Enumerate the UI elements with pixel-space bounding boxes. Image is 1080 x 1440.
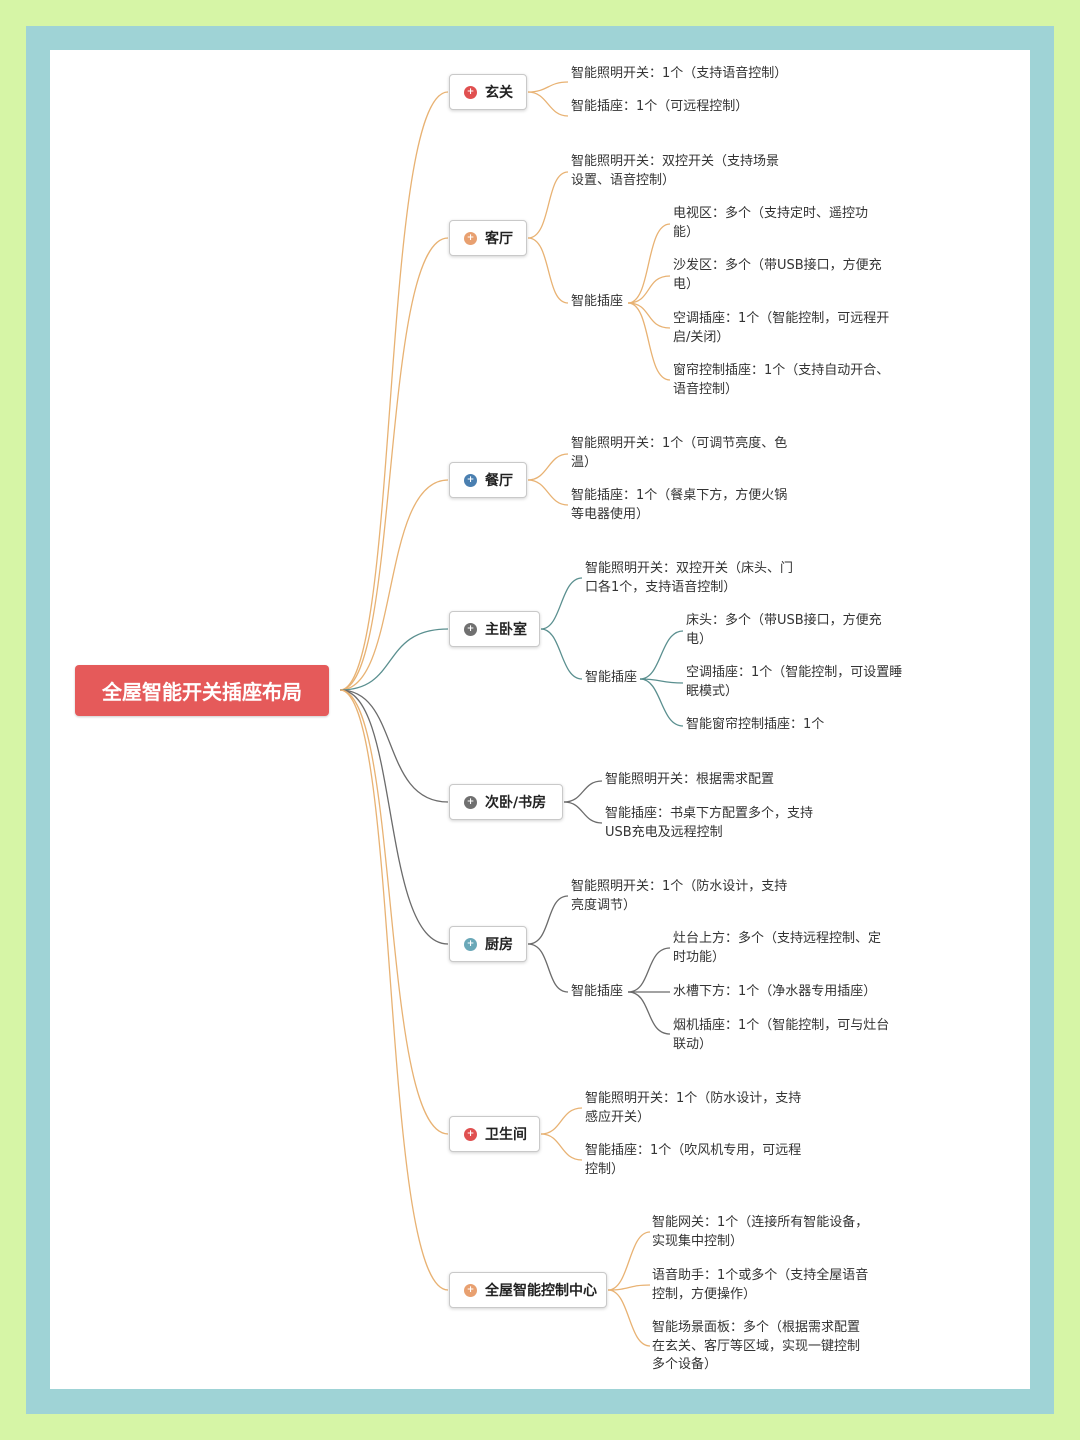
room-node-weishengjian[interactable]: + 卫生间: [449, 1116, 540, 1152]
root-label: 全屋智能开关插座布局: [102, 680, 302, 704]
room-label: 主卧室: [485, 622, 527, 638]
leaf-weishengjian-socket: 智能插座：1个（吹风机专用，可远程 控制）: [585, 1143, 802, 1177]
connector-root-ciwo: [339, 689, 449, 803]
blue-plus-icon: +: [464, 473, 477, 487]
leaf-keting-switch: 智能照明开关：双控开关（支持场景 设置、语音控制）: [571, 154, 780, 188]
leaf-chufang-switch: 智能照明开关：1个（防水设计，支持 亮度调节）: [571, 879, 788, 913]
leaf-kongzhi-voice: 语音助手：1个或多个（支持全屋语音 控制，方便操作）: [652, 1268, 869, 1302]
gray-plus-icon: +: [464, 795, 477, 809]
leaf-canting-switch: 智能照明开关：1个（可调节亮度、色 温）: [571, 436, 788, 470]
room-label: 客厅: [485, 231, 513, 247]
room-node-zhuwo[interactable]: + 主卧室: [449, 611, 540, 647]
connector-root-zhuwo: [339, 628, 449, 691]
room-node-keting[interactable]: + 客厅: [449, 220, 527, 256]
room-node-canting[interactable]: + 餐厅: [449, 462, 527, 498]
room-node-kongzhi[interactable]: + 全屋智能控制中心: [449, 1272, 607, 1308]
leaf-xuanguan-switch: 智能照明开关：1个（支持语音控制）: [571, 66, 788, 81]
room-label: 次卧/书房: [485, 795, 547, 811]
leaf-keting-socket-curtain: 窗帘控制插座：1个（支持自动开合、 语音控制）: [673, 363, 890, 397]
room-label: 全屋智能控制中心: [485, 1283, 597, 1299]
root-node: 全屋智能开关插座布局: [75, 665, 329, 716]
room-label: 餐厅: [485, 473, 513, 489]
red-plus-icon: +: [464, 1127, 477, 1141]
leaf-keting-socket-sofa: 沙发区：多个（带USB接口，方便充 电）: [673, 258, 882, 292]
gray-plus-icon: +: [464, 622, 477, 636]
leaf-canting-socket: 智能插座：1个（餐桌下方，方便火锅 等电器使用）: [571, 488, 788, 522]
leaf-kongzhi-scene-panel: 智能场景面板：多个（根据需求配置 在玄关、客厅等区域，实现一键控制 多个设备）: [652, 1320, 861, 1372]
leaf-chufang-socket-stove: 灶台上方：多个（支持远程控制、定 时功能）: [673, 931, 882, 965]
room-label: 玄关: [485, 85, 513, 101]
leaf-chufang-socket-sink: 水槽下方：1个（净水器专用插座）: [673, 984, 877, 999]
leaf-ciwo-socket: 智能插座：书桌下方配置多个，支持 USB充电及远程控制: [605, 806, 814, 840]
teal-plus-icon: +: [464, 937, 477, 951]
connector-root-keting: [339, 237, 449, 691]
orange-plus-icon: +: [464, 231, 477, 245]
leaf-zhuwo-socket-ac: 空调插座：1个（智能控制，可设置睡 眠模式）: [686, 665, 903, 699]
leaf-keting-socket-tv: 电视区：多个（支持定时、遥控功 能）: [673, 206, 869, 240]
leaf-chufang-socket-hood: 烟机插座：1个（智能控制，可与灶台 联动）: [673, 1018, 890, 1052]
room-node-xuanguan[interactable]: + 玄关: [449, 74, 527, 110]
room-label: 卫生间: [485, 1127, 527, 1143]
leaf-zhuwo-socket-curtain: 智能窗帘控制插座：1个: [686, 717, 825, 732]
room-label: 厨房: [485, 937, 513, 953]
leaf-zhuwo-switch: 智能照明开关：双控开关（床头、门 口各1个，支持语音控制）: [585, 561, 794, 595]
connector-root-xuanguan: [339, 91, 449, 691]
connector-root-kongzhi: [339, 689, 449, 1291]
room-node-ciwo[interactable]: + 次卧/书房: [449, 784, 563, 820]
leaf-weishengjian-switch: 智能照明开关：1个（防水设计，支持 感应开关）: [585, 1091, 802, 1125]
leaf-keting-socket-label: 智能插座: [571, 294, 624, 309]
orange-plus-icon: +: [464, 1283, 477, 1297]
mindmap-canvas: [50, 50, 1030, 1389]
leaf-ciwo-switch: 智能照明开关：根据需求配置: [605, 772, 775, 787]
connector-root-chufang: [339, 689, 449, 945]
leaf-kongzhi-gateway: 智能网关：1个（连接所有智能设备， 实现集中控制）: [652, 1215, 869, 1249]
leaf-zhuwo-socket-bedside: 床头：多个（带USB接口，方便充 电）: [686, 613, 882, 647]
leaf-keting-socket-ac: 空调插座：1个（智能控制，可远程开 启/关闭）: [673, 311, 890, 345]
red-plus-icon: +: [464, 85, 477, 99]
room-node-chufang[interactable]: + 厨房: [449, 926, 527, 962]
leaf-chufang-socket-label: 智能插座: [571, 984, 624, 999]
connector-root-canting: [339, 479, 449, 691]
leaf-xuanguan-socket: 智能插座：1个（可远程控制）: [571, 99, 749, 114]
leaf-zhuwo-socket-label: 智能插座: [585, 670, 638, 685]
connector-root-weishengjian: [339, 689, 449, 1135]
